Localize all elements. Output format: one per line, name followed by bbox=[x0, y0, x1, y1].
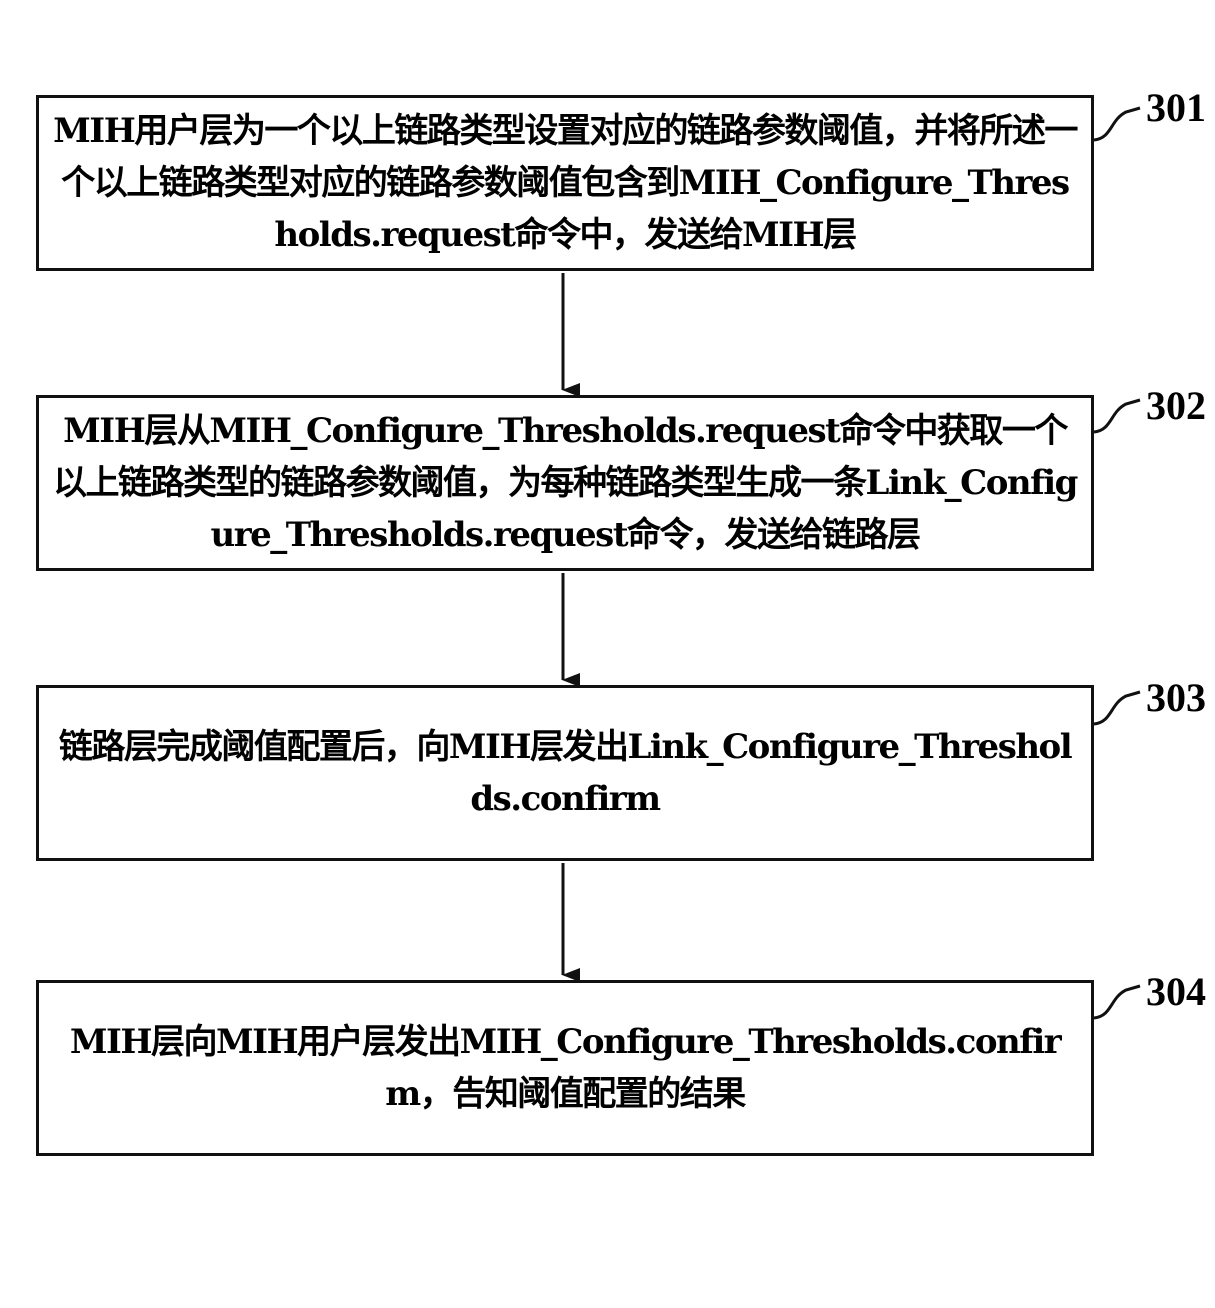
step-box-302: MIH层从MIH_Configure_Thresholds.request命令中… bbox=[36, 395, 1094, 571]
step-box-304: MIH层向MIH用户层发出MIH_Configure_Thresholds.co… bbox=[36, 980, 1094, 1156]
step-text-301: MIH用户层为一个以上链路类型设置对应的链路参数阈值，并将所述一个以上链路类型对… bbox=[53, 105, 1077, 261]
leader-303 bbox=[1094, 692, 1140, 724]
step-label-303: 303 bbox=[1146, 676, 1206, 720]
step-label-304: 304 bbox=[1146, 970, 1206, 1014]
step-text-304: MIH层向MIH用户层发出MIH_Configure_Thresholds.co… bbox=[53, 1016, 1077, 1120]
step-box-303: 链路层完成阈值配置后，向MIH层发出Link_Configure_Thresho… bbox=[36, 685, 1094, 861]
step-text-303: 链路层完成阈值配置后，向MIH层发出Link_Configure_Thresho… bbox=[53, 721, 1077, 825]
step-label-301: 301 bbox=[1146, 86, 1206, 130]
leader-301 bbox=[1094, 108, 1140, 140]
step-box-301: MIH用户层为一个以上链路类型设置对应的链路参数阈值，并将所述一个以上链路类型对… bbox=[36, 95, 1094, 271]
leader-302 bbox=[1094, 400, 1140, 432]
leader-304 bbox=[1094, 986, 1140, 1018]
step-text-302: MIH层从MIH_Configure_Thresholds.request命令中… bbox=[53, 405, 1077, 561]
step-label-302: 302 bbox=[1146, 384, 1206, 428]
